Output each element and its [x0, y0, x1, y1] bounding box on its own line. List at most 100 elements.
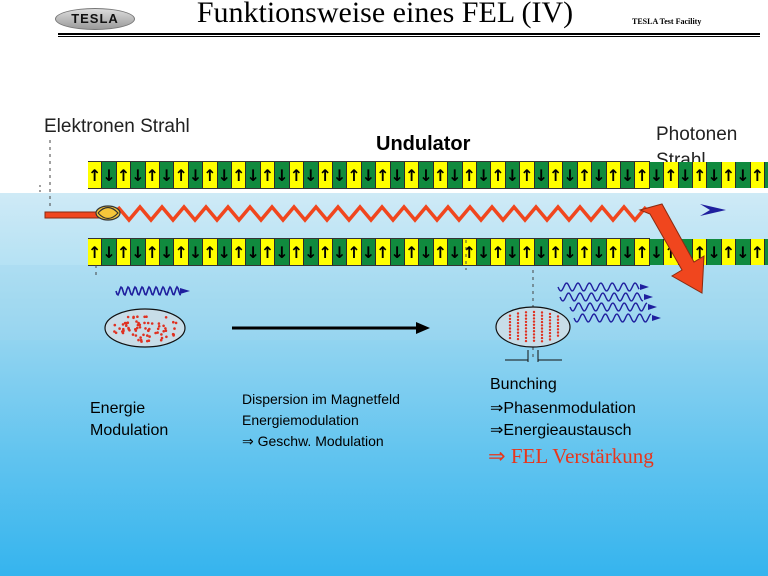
magnet-pole: ↓ [188, 162, 204, 188]
magnet-pole: ↑ [462, 239, 477, 265]
magnet-pole: ↓ [765, 162, 768, 188]
electron-dot [164, 316, 168, 319]
magnet-pole: ↑ [721, 239, 737, 265]
magnet-pole: ↓ [390, 239, 405, 265]
photon-beam-label: Photonen [656, 124, 738, 145]
background-top [0, 0, 768, 193]
electron-dot [164, 329, 168, 333]
magnet-pole: ↓ [275, 162, 290, 188]
electron-dot [131, 333, 135, 336]
bunched-electron [556, 321, 560, 325]
bunched-electron [548, 338, 552, 341]
magnet-pole: ↑ [289, 239, 305, 265]
magnet-pole: ↓ [448, 162, 463, 188]
magnet-pole: ↓ [304, 162, 319, 188]
bunched-electron [516, 321, 520, 325]
electron-dot [156, 327, 160, 331]
magnet-pole: ↑ [260, 162, 276, 188]
electron-beam-label: Elektronen Strahl [44, 116, 190, 137]
stage2-label-3: ⇒ Geschw. Modulation [242, 433, 384, 449]
magnet-pole: ↓ [275, 239, 290, 265]
bunched-electron [548, 335, 552, 338]
electron-dot [135, 320, 138, 323]
bunched-electron [508, 324, 512, 327]
electron-dot [156, 331, 159, 334]
magnet-pole: ↓ [390, 162, 405, 188]
electron-dot [173, 327, 176, 330]
bunched-electron [524, 317, 528, 320]
bunched-electron [540, 311, 544, 314]
electron-dot [148, 327, 151, 331]
magnet-pole: ↓ [217, 239, 233, 265]
magnet-pole: ↑ [376, 239, 391, 265]
magnet-pole: ↑ [289, 162, 305, 188]
bunched-electron [524, 327, 528, 330]
electron-dot [142, 333, 145, 337]
magnet-pole: ↓ [419, 239, 434, 265]
electron-dot [125, 324, 128, 328]
electron-dot [134, 334, 138, 337]
magnet-pole: ↓ [649, 239, 665, 265]
electron-dot [126, 321, 130, 325]
magnet-pole: ↓ [188, 239, 204, 265]
magnet-pole: ↑ [318, 239, 333, 265]
bunched-electron [540, 336, 544, 340]
electron-dot [157, 322, 161, 325]
bunched-electron [540, 320, 544, 324]
bunched-electron [540, 324, 544, 327]
bunched-electron [540, 330, 544, 333]
electron-dot [164, 327, 167, 330]
bunched-electron [524, 330, 528, 333]
bunched-electron [524, 336, 528, 340]
electron-dot [162, 324, 165, 328]
magnet-pole: ↑ [145, 239, 161, 265]
magnet-pole: ↓ [621, 239, 636, 265]
electron-dot [172, 320, 175, 324]
magnet-pole: ↑ [577, 162, 593, 188]
wave-arrowhead [644, 294, 653, 300]
magnet-pole: ↓ [217, 162, 233, 188]
coherent-wave [569, 302, 648, 312]
electron-dot [121, 323, 125, 326]
bunched-electron [532, 339, 536, 342]
electron-dot [136, 323, 140, 327]
magnet-pole: ↓ [592, 162, 607, 188]
wave-arrowhead [648, 304, 657, 310]
stage1-label-2: Modulation [90, 422, 169, 439]
magnet-pole: ↑ [635, 239, 650, 265]
bunched-electron [548, 322, 552, 325]
bunched-electron [548, 319, 552, 322]
stage3-waves [557, 282, 661, 323]
magnet-pole: ↓ [621, 162, 636, 188]
bunched-electron [532, 323, 536, 326]
undulator-bottom-row: ↑↓↑↓↑↓↑↓↑↓↑↓↑↓↑↓↑↓↑↓↑↓↑↓↑↓↑↓↑↓↑↓↑↓↑↓↑↓↑↓… [88, 238, 768, 266]
magnet-pole: ↓ [361, 162, 377, 188]
magnet-pole: ↑ [88, 162, 103, 188]
bunched-electron [508, 317, 512, 321]
magnet-pole: ↑ [606, 239, 622, 265]
magnet-pole: ↓ [102, 239, 117, 265]
coherent-wave [559, 292, 644, 302]
magnet-pole: ↑ [750, 162, 766, 188]
bunched-electron [508, 314, 512, 317]
bunched-electron [556, 324, 560, 328]
magnet-pole: ↑ [664, 162, 679, 188]
bunched-electron [516, 328, 520, 331]
magnet-pole: ↓ [361, 239, 377, 265]
undulator-top-row: ↑↓↑↓↑↓↑↓↑↓↑↓↑↓↑↓↑↓↑↓↑↓↑↓↑↓↑↓↑↓↑↓↑↓↑↓↑↓↑↓… [88, 161, 768, 189]
magnet-pole: ↑ [318, 162, 333, 188]
electron-dot [143, 321, 146, 325]
electron-dot [147, 339, 151, 343]
stage2-label-2: Energiemodulation [242, 412, 359, 428]
bunched-electron [524, 314, 528, 317]
magnet-pole: ↓ [765, 239, 768, 265]
magnet-pole: ↓ [707, 162, 722, 188]
coherent-wave [557, 282, 640, 292]
electron-dot [134, 329, 138, 332]
magnet-pole: ↑ [88, 239, 103, 265]
magnet-pole: ↓ [505, 162, 521, 188]
electron-dot [138, 326, 142, 329]
electron-dot [157, 325, 161, 328]
bunched-electron [540, 327, 544, 330]
electron-dot [174, 321, 178, 325]
